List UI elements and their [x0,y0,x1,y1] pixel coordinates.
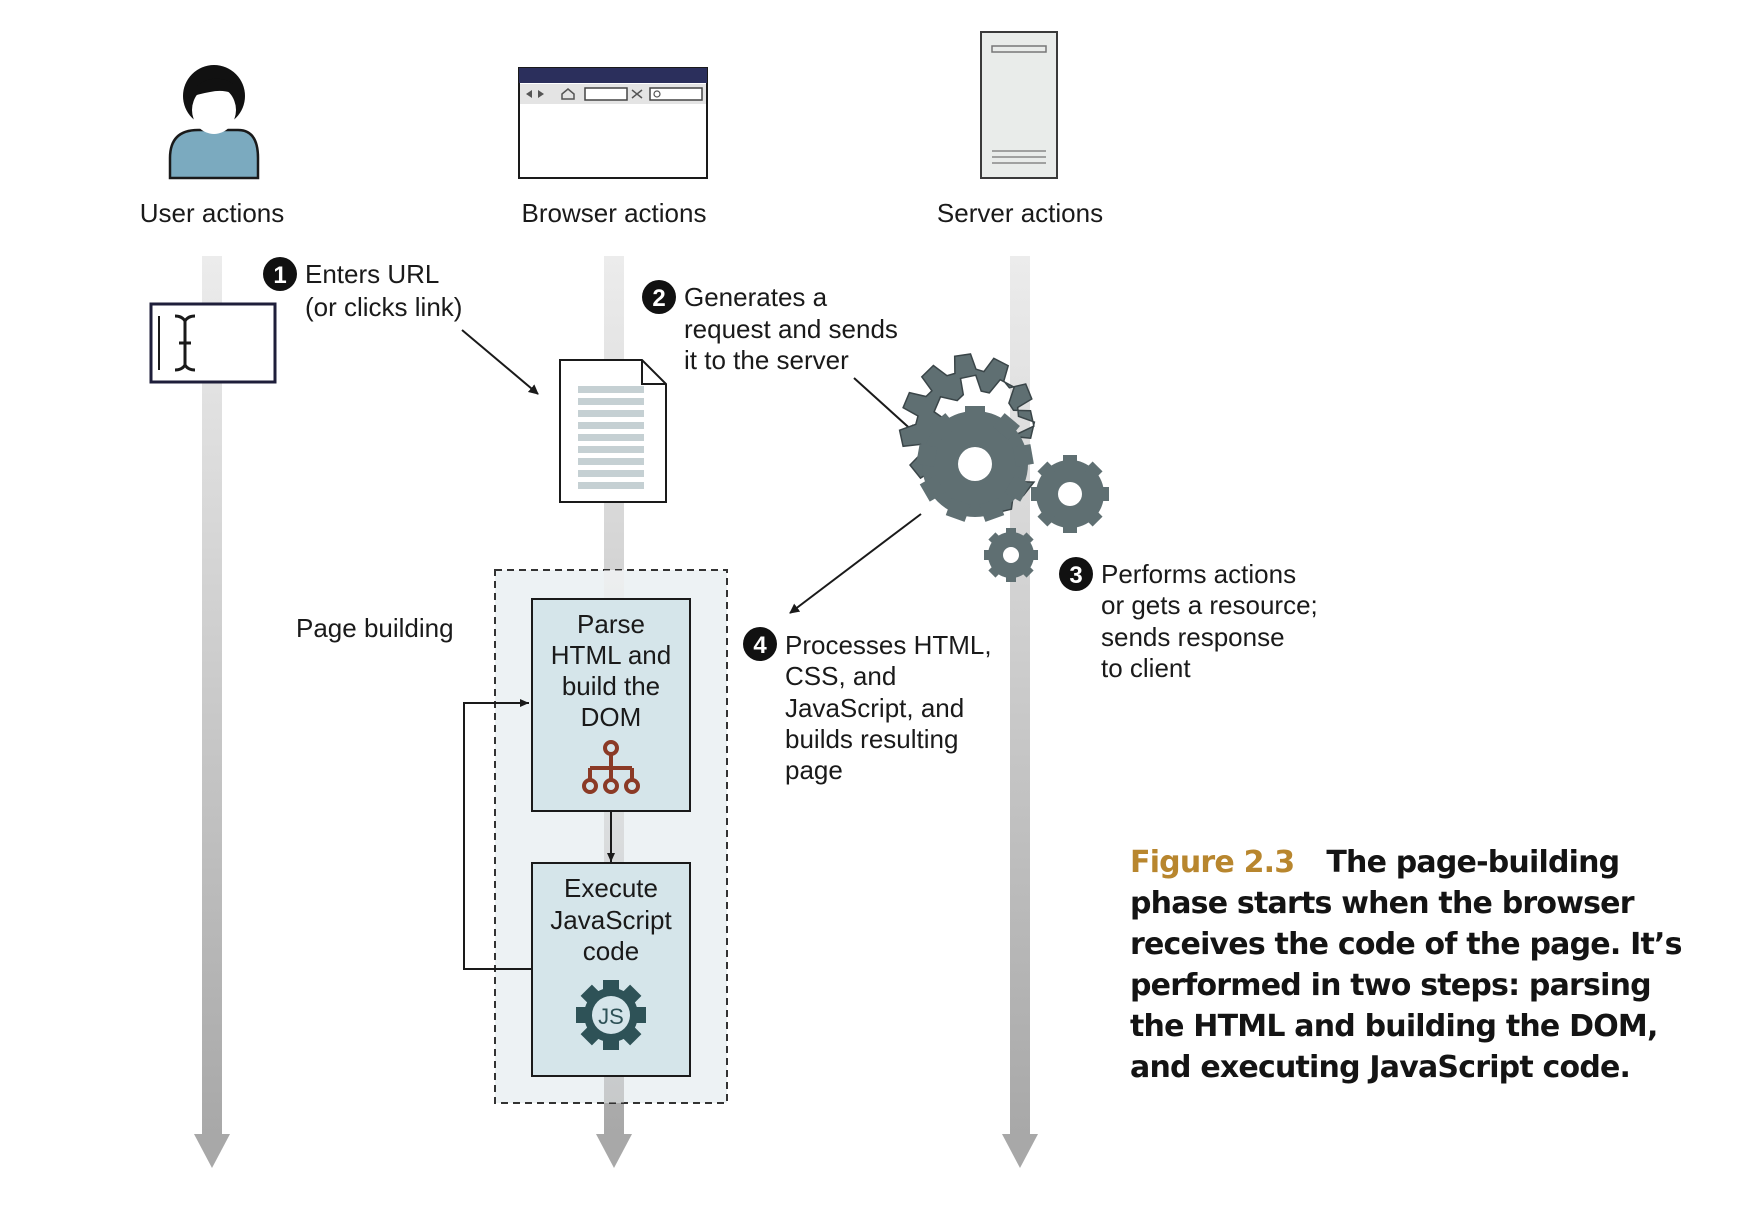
server-icon [980,31,1058,179]
step-3-line-2: or gets a resource; [1101,590,1318,620]
arrow-request-to-server [853,377,917,435]
browser-lane-title: Browser actions [522,198,707,228]
parse-box-line-4: DOM [581,702,642,732]
svg-text:1: 1 [273,262,286,289]
parse-box-line-1: Parse [577,609,645,639]
step-4-badge: 4 [743,627,777,661]
arrow-user-to-document [461,329,539,395]
js-gear-icon: JS [576,980,646,1050]
server-gears-icon [898,353,1109,582]
step-2-line-1: Generates a [684,282,828,312]
svg-text:4: 4 [753,632,767,659]
execute-box-line-2: JavaScript [550,905,672,935]
step-1-line-1: Enters URL [305,259,439,289]
figure-label: Figure 2.3 [1130,845,1295,880]
svg-text:3: 3 [1069,562,1082,589]
browser-window-icon [518,67,708,179]
server-lane-title: Server actions [937,198,1103,228]
execute-box-line-1: Execute [564,873,658,903]
step-2-line-3: it to the server [684,345,849,375]
arrow-response-to-browser [789,513,922,614]
step-2-badge: 2 [642,280,676,314]
step-1-line-2: (or clicks link) [305,292,462,322]
js-badge-text: JS [598,1004,624,1029]
caption-text: The page-building phase starts when the … [1130,845,1682,1085]
step-2-line-2: request and sends [684,314,898,344]
loop-arrow [463,699,532,970]
parse-box-line-2: HTML and [551,640,671,670]
user-icon [168,65,260,180]
execute-box-line-3: code [583,936,639,966]
url-input-icon [149,302,277,384]
step-4-line-2: CSS, and [785,661,896,691]
user-lane [194,256,230,1168]
step-3-line-1: Performs actions [1101,559,1296,589]
page-building-label: Page building [296,613,454,643]
step-3-badge: 3 [1059,557,1093,591]
step-4-line-3: JavaScript, and [785,693,964,723]
html-document-icon [559,359,667,503]
parse-box-line-3: build the [562,671,660,701]
svg-text:2: 2 [652,285,665,312]
step-4-line-5: page [785,755,843,785]
user-lane-title: User actions [140,198,285,228]
dom-tree-icon [582,740,640,794]
step-3-line-3: sends response [1101,622,1285,652]
step-4-line-1: Processes HTML, [785,630,992,660]
step-1-badge: 1 [263,257,297,291]
step-4-line-4: builds resulting [785,724,958,754]
step-3-line-4: to client [1101,653,1191,683]
